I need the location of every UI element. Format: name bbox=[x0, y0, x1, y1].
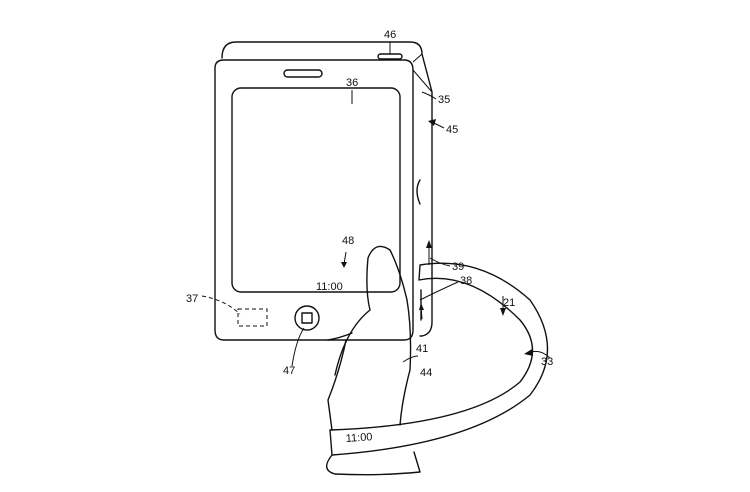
side-button bbox=[416, 179, 421, 205]
label-38: 38 bbox=[460, 275, 472, 287]
tablet-device bbox=[201, 41, 433, 341]
label-45: 45 bbox=[446, 124, 458, 136]
label-33: 33 bbox=[541, 356, 553, 368]
label-39: 39 bbox=[452, 261, 464, 273]
label-48: 48 bbox=[342, 235, 354, 247]
home-button bbox=[294, 305, 320, 331]
label-21: 21 bbox=[503, 297, 515, 309]
label-44: 44 bbox=[420, 367, 432, 379]
hand bbox=[326, 245, 421, 476]
label-37: 37 bbox=[186, 293, 198, 305]
label-41: 41 bbox=[416, 343, 428, 355]
band-time-display: 11:00 bbox=[345, 431, 372, 445]
screen bbox=[231, 87, 401, 293]
wrist-band bbox=[329, 262, 549, 456]
label-47: 47 bbox=[283, 365, 295, 377]
screen-time: 11:00 bbox=[316, 281, 343, 293]
speaker-slot bbox=[283, 69, 323, 78]
label-36: 36 bbox=[346, 77, 358, 89]
home-button-square bbox=[301, 312, 313, 324]
label-35: 35 bbox=[438, 94, 450, 106]
top-button-46 bbox=[377, 53, 403, 60]
label-46: 46 bbox=[384, 29, 396, 41]
sensor-37-outline bbox=[237, 308, 268, 327]
